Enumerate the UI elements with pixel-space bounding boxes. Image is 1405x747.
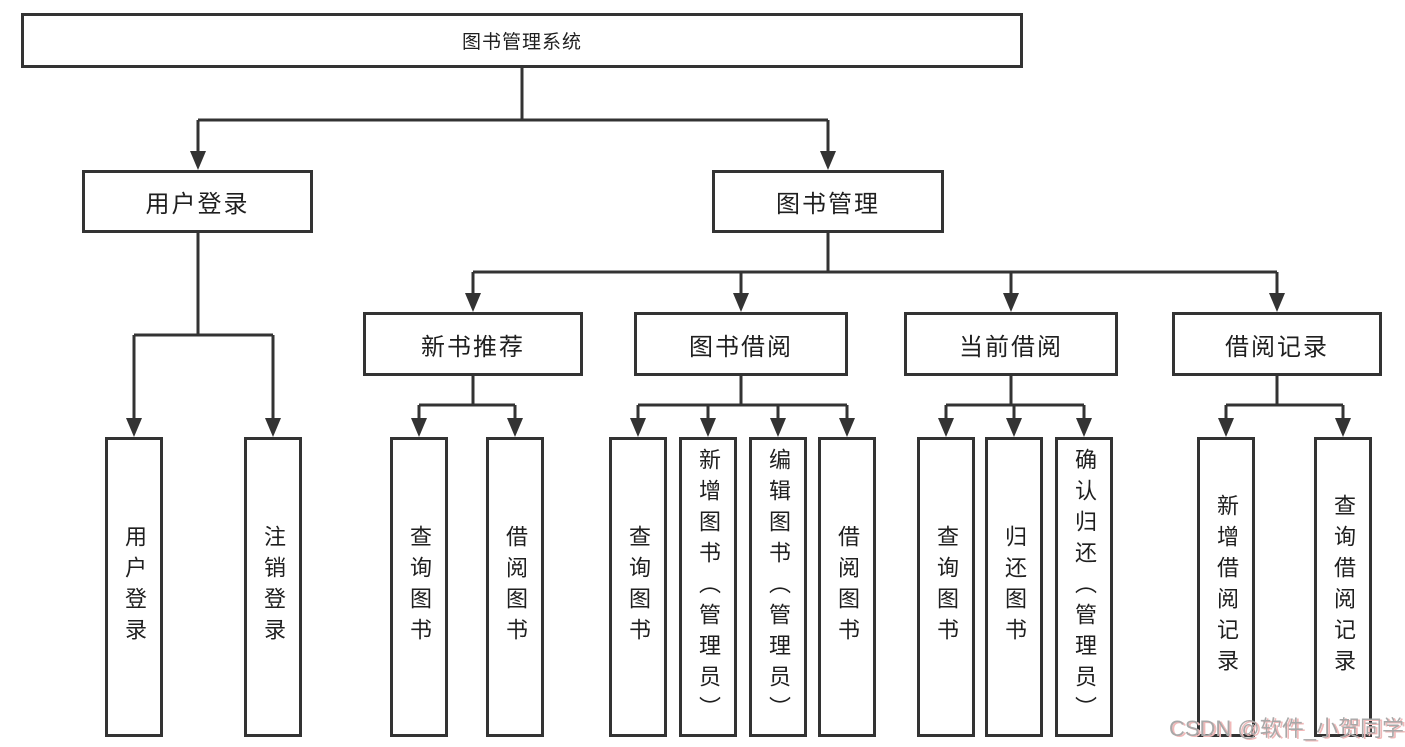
node-book-management: 图书管理: [712, 170, 944, 233]
arrowhead: [1003, 293, 1019, 312]
node-borrow-records: 借阅记录: [1172, 312, 1382, 376]
arrowhead: [938, 418, 954, 437]
leaf-return-books-label: 归还图书: [1002, 525, 1027, 649]
leaf-borrow-books-recommend: 借阅图书: [486, 437, 544, 737]
node-new-book-recommend-label: 新书推荐: [421, 333, 525, 361]
arrowhead: [411, 418, 427, 437]
leaf-edit-books-admin-label: 编辑图书（管理员）: [766, 447, 791, 727]
arrowhead: [839, 418, 855, 437]
arrowhead: [507, 418, 523, 437]
arrowhead: [1335, 418, 1351, 437]
leaf-logout-label: 注销登录: [261, 525, 286, 649]
arrowhead: [700, 418, 716, 437]
node-root-label: 图书管理系统: [461, 32, 582, 53]
arrowhead: [1076, 418, 1092, 437]
leaf-borrow-books-recommend-label: 借阅图书: [503, 525, 528, 649]
arrowhead: [465, 293, 481, 312]
node-borrow-records-label: 借阅记录: [1225, 333, 1329, 361]
node-current-borrow-label: 当前借阅: [959, 333, 1063, 361]
arrowhead: [733, 293, 749, 312]
node-root: 图书管理系统: [21, 13, 1023, 68]
leaf-add-books-admin-label: 新增图书（管理员）: [696, 447, 721, 727]
leaf-add-borrow-record-label: 新增借阅记录: [1214, 494, 1239, 680]
leaf-confirm-return-admin-label: 确认归还（管理员）: [1072, 447, 1097, 727]
node-current-borrow: 当前借阅: [904, 312, 1118, 376]
node-book-management-label: 图书管理: [776, 191, 880, 218]
leaf-add-borrow-record: 新增借阅记录: [1197, 437, 1255, 737]
leaf-query-books-borrow-label: 查询图书: [626, 525, 651, 649]
leaf-edit-books-admin: 编辑图书（管理员）: [749, 437, 807, 737]
leaf-query-books-borrow: 查询图书: [609, 437, 667, 737]
arrowhead: [126, 418, 142, 437]
leaf-query-books-current: 查询图书: [917, 437, 975, 737]
leaf-add-books-admin: 新增图书（管理员）: [679, 437, 737, 737]
leaf-query-books-recommend: 查询图书: [390, 437, 448, 737]
arrowhead: [265, 418, 281, 437]
leaf-borrow-books-label: 借阅图书: [835, 525, 860, 649]
leaf-user-login: 用户登录: [105, 437, 163, 737]
leaf-query-borrow-record-label: 查询借阅记录: [1331, 494, 1356, 680]
node-book-borrow: 图书借阅: [634, 312, 848, 376]
arrowhead: [820, 151, 836, 170]
arrowhead: [1218, 418, 1234, 437]
leaf-confirm-return-admin: 确认归还（管理员）: [1055, 437, 1113, 737]
leaf-user-login-label: 用户登录: [122, 525, 147, 649]
arrowhead: [1269, 293, 1285, 312]
node-user-login-label: 用户登录: [145, 191, 250, 218]
leaf-return-books: 归还图书: [985, 437, 1043, 737]
node-new-book-recommend: 新书推荐: [363, 312, 583, 376]
arrowhead: [190, 151, 206, 170]
leaf-borrow-books: 借阅图书: [818, 437, 876, 737]
leaf-query-books-recommend-label: 查询图书: [407, 525, 432, 649]
arrowhead: [1006, 418, 1022, 437]
node-book-borrow-label: 图书借阅: [689, 333, 793, 361]
arrowhead: [630, 418, 646, 437]
leaf-query-books-current-label: 查询图书: [934, 525, 959, 649]
leaf-logout: 注销登录: [244, 437, 302, 737]
node-user-login: 用户登录: [82, 170, 313, 233]
leaf-query-borrow-record: 查询借阅记录: [1314, 437, 1372, 737]
arrowhead: [770, 418, 786, 437]
